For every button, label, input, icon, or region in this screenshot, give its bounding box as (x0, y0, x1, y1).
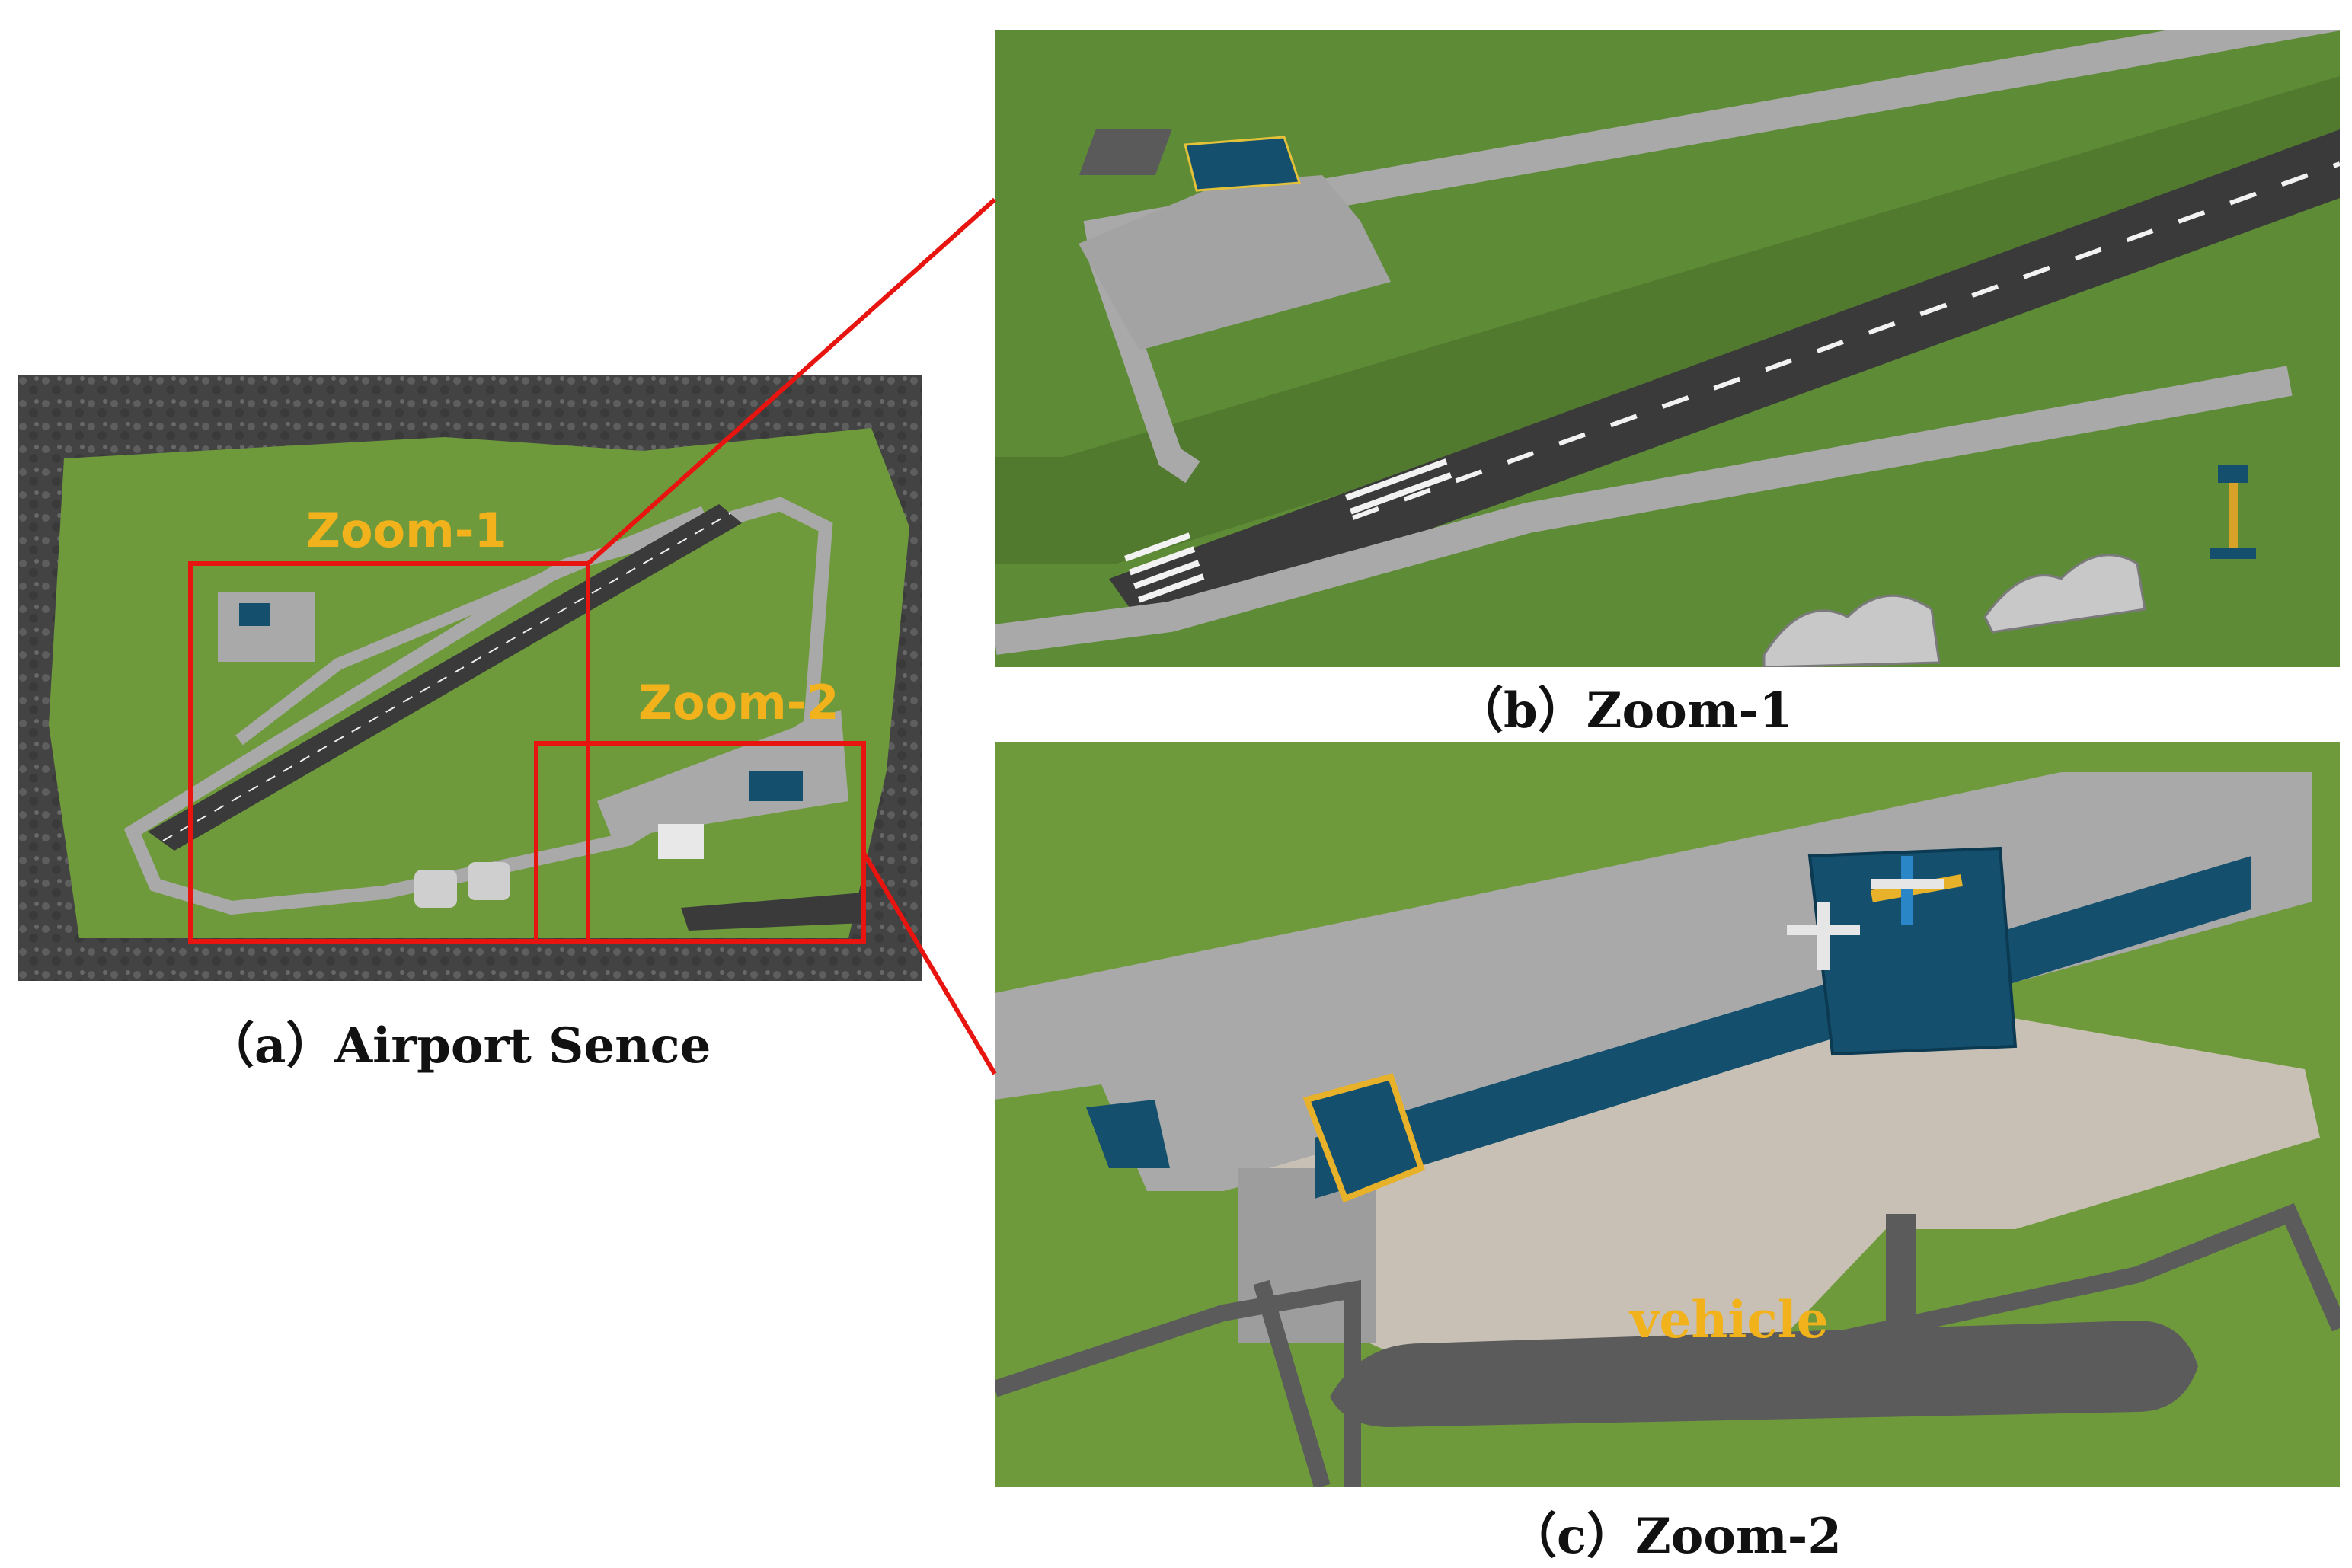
zoom-1-box (188, 561, 590, 944)
apron-area (1079, 175, 1391, 350)
caption-zoom-1: （b）Zoom-1 (1455, 682, 1793, 739)
parking-lot (681, 893, 864, 931)
hangar-icon (239, 603, 270, 626)
terminal-building (1807, 846, 2018, 1056)
hangar-icon (1184, 136, 1302, 192)
vehicle-label: vehicle (1630, 1290, 1829, 1349)
zoom-2-box (534, 741, 866, 944)
runway (1109, 129, 2340, 632)
hangar-row (1762, 554, 2146, 667)
terminal-building (749, 771, 803, 801)
aircraft-group (1787, 856, 1944, 970)
zoom-2-map (995, 742, 2340, 1487)
parking-lot (1330, 1321, 2198, 1427)
zoom-1-panel (995, 30, 2340, 667)
gate-building (1302, 1073, 1425, 1203)
zoom-1-map (995, 30, 2340, 667)
caption-zoom-2: （c）Zoom-2 (1508, 1508, 1842, 1565)
zoom-2-panel (995, 742, 2340, 1487)
zoom-2-label: Zoom-2 (638, 675, 839, 730)
caption-airport-scene: （a）Airport Sence (206, 1017, 711, 1075)
control-tower-icon (2210, 465, 2256, 559)
small-building-icon (1086, 1100, 1170, 1168)
terminal-corridor (1315, 856, 2251, 1199)
zoom-1-label: Zoom-1 (306, 503, 507, 558)
